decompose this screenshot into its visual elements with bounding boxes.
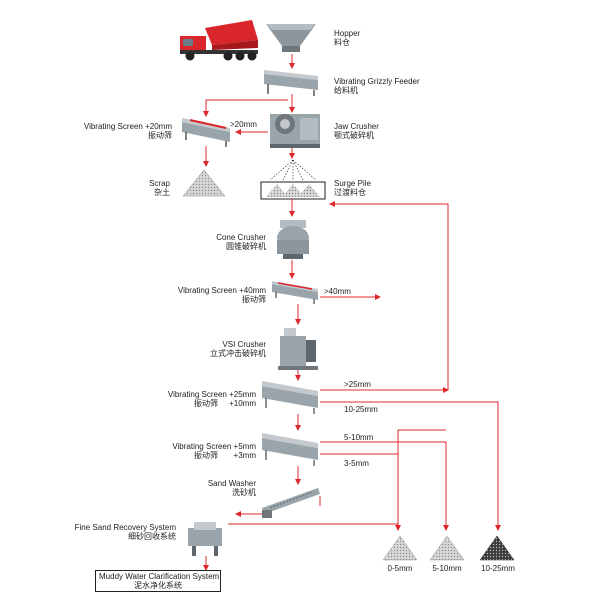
product-label-5-10: 5-10mm [432, 564, 462, 573]
fine-sand-recovery-icon [188, 522, 222, 556]
fine-sand-label-en: Fine Sand Recovery System [74, 523, 176, 532]
sand-washer-icon [262, 488, 320, 518]
vibrating-screen-4-arrow-top: 5-10mm [344, 433, 374, 442]
vibrating-screen-4-label-suffix: +3mm [233, 451, 256, 460]
vibrating-screen-3-label-en: Vibrating Screen +25mm [167, 390, 256, 399]
grizzly-feeder-label-en: Vibrating Grizzly Feeder [334, 77, 420, 86]
product-label-10-25: 10-25mm [481, 564, 515, 573]
scrap-pile-icon [182, 169, 226, 197]
vibrating-screen-3-icon [262, 381, 318, 414]
vibrating-screen-1-label: Vibrating Screen +20mm 振动筛 [60, 122, 172, 140]
surge-pile-label-en: Surge Pile [334, 179, 371, 188]
cone-crusher-label-zh: 圆锥破碎机 [226, 242, 266, 251]
vibrating-screen-2-icon [272, 281, 318, 304]
vibrating-screen-1-label-en: Vibrating Screen +20mm [83, 122, 172, 131]
hopper-icon [266, 24, 316, 52]
cone-crusher-icon [277, 220, 309, 259]
surge-pile-label-zh: 过渡料仓 [334, 188, 366, 197]
fine-sand-label-zh: 细砂回收系统 [128, 532, 176, 541]
vibrating-screen-4-label-en: Vibrating Screen +5mm [172, 442, 256, 451]
scrap-label: Scrap 杂土 [110, 179, 170, 197]
scrap-label-zh: 杂土 [154, 188, 170, 197]
surge-pile-label: Surge Pile 过渡料仓 [334, 179, 371, 197]
hopper-label-zh: 料仓 [334, 38, 350, 47]
vibrating-screen-4-icon [262, 433, 318, 466]
cone-crusher-label-en: Cone Crusher [216, 233, 266, 242]
vibrating-screen-2-arrow-label: >40mm [324, 287, 351, 296]
product-pile-5-10-icon [429, 535, 465, 561]
muddy-water-label-en: Muddy Water Clarification System [99, 572, 220, 581]
flow-arrows [203, 54, 501, 571]
vsi-crusher-label-en: VSI Crusher [222, 340, 266, 349]
vibrating-screen-4-label-zh: 振动筛 [193, 451, 218, 460]
dump-truck-icon [180, 20, 258, 61]
vibrating-screen-3-label-suffix: +10mm [229, 399, 256, 408]
vsi-crusher-icon [278, 328, 318, 370]
vibrating-screen-1-icon [182, 118, 230, 147]
jaw-crusher-label-en: Jaw Crusher [334, 122, 379, 131]
jaw-crusher-icon [270, 114, 320, 148]
product-label-0-5: 0-5mm [387, 564, 413, 573]
vibrating-screen-2-label: Vibrating Screen +40mm 振动筛 [150, 286, 266, 304]
hopper-label: Hopper 料仓 [334, 29, 360, 47]
vibrating-screen-3-label: Vibrating Screen +25mm 振动筛 +10mm [140, 390, 256, 408]
vsi-crusher-label: VSI Crusher 立式冲击破碎机 [170, 340, 266, 358]
vibrating-screen-2-label-zh: 振动筛 [242, 295, 266, 304]
vibrating-screen-2-label-en: Vibrating Screen +40mm [177, 286, 266, 295]
muddy-water-label-zh: 泥水净化系统 [134, 581, 182, 590]
vibrating-screen-3-label-zh: 振动筛 [193, 399, 218, 408]
vibrating-screen-4-label: Vibrating Screen +5mm 振动筛 +3mm [140, 442, 256, 460]
vibrating-screen-1-label-zh: 振动筛 [148, 131, 172, 140]
vibrating-screen-3-arrow-top: >25mm [344, 380, 371, 389]
grizzly-feeder-label: Vibrating Grizzly Feeder 给料机 [334, 77, 420, 95]
sand-washer-label-en: Sand Washer [207, 479, 256, 488]
cone-crusher-label: Cone Crusher 圆锥破碎机 [160, 233, 266, 251]
vibrating-screen-4-arrow-bottom: 3-5mm [344, 459, 369, 468]
jaw-crusher-label-zh: 颚式破碎机 [334, 131, 374, 140]
muddy-water-label: Muddy Water Clarification System 泥水净化系统 [95, 570, 221, 592]
vsi-crusher-label-zh: 立式冲击破碎机 [210, 349, 266, 358]
product-pile-0-5-icon [382, 535, 418, 561]
scrap-label-en: Scrap [149, 179, 170, 188]
grizzly-feeder-icon [264, 70, 318, 96]
sand-washer-label: Sand Washer 洗砂机 [180, 479, 256, 497]
surge-pile-icon [260, 159, 326, 200]
jaw-crusher-label: Jaw Crusher 颚式破碎机 [334, 122, 379, 140]
grizzly-feeder-label-zh: 给料机 [334, 86, 358, 95]
hopper-label-en: Hopper [334, 29, 361, 38]
vibrating-screen-1-arrow-label: >20mm [230, 120, 257, 129]
product-pile-10-25-icon [479, 535, 515, 561]
fine-sand-label: Fine Sand Recovery System 细砂回收系统 [50, 523, 176, 541]
vibrating-screen-3-arrow-bottom: 10-25mm [344, 405, 378, 414]
sand-washer-label-zh: 洗砂机 [232, 488, 256, 497]
